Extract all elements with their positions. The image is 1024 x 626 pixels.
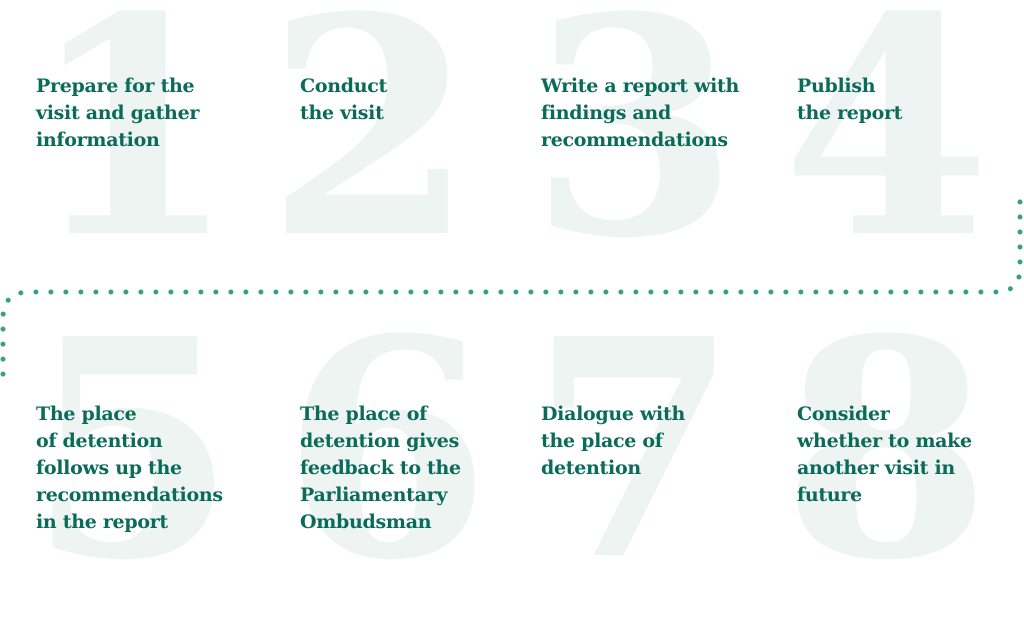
step-6-line: The place of <box>300 403 427 425</box>
dotted-connector <box>0 199 1023 388</box>
step-7-line: Dialogue with <box>541 403 685 425</box>
step-7-label: Dialogue with the place of detention <box>541 401 685 482</box>
step-8-line: Consider <box>797 403 890 425</box>
step-2-label: Conduct the visit <box>300 73 387 127</box>
step-5-label: The place of detention follows up the re… <box>36 401 223 536</box>
step-1-line: visit and gather <box>36 102 200 124</box>
step-2-line: Conduct <box>300 75 387 97</box>
step-5-line: in the report <box>36 511 168 533</box>
step-number-8: 8 <box>782 273 991 626</box>
step-1-line: information <box>36 129 160 151</box>
step-7-line: the place of <box>541 430 663 452</box>
step-1-line: Prepare for the <box>36 75 195 97</box>
step-4-label: Publish the report <box>797 73 902 127</box>
step-number-7: 7 <box>530 273 739 626</box>
step-6-line: Parliamentary <box>300 484 448 506</box>
step-number-3: 3 <box>530 0 739 304</box>
step-6-line: detention gives <box>300 430 459 452</box>
step-number-4: 4 <box>782 0 991 304</box>
step-number-6: 6 <box>282 273 491 626</box>
step-5-line: follows up the <box>36 457 182 479</box>
step-8-line: another visit in <box>797 457 955 479</box>
step-4-line: Publish <box>797 75 876 97</box>
step-6-line: feedback to the <box>300 457 461 479</box>
step-5-line: recommendations <box>36 484 223 506</box>
step-number-2: 2 <box>266 0 475 304</box>
step-5-line: The place <box>36 403 137 425</box>
step-number-5: 5 <box>28 273 237 626</box>
step-5-line: of detention <box>36 430 163 452</box>
step-3-label: Write a report with findings and recomme… <box>541 73 739 154</box>
step-8-label: Consider whether to make another visit i… <box>797 401 972 509</box>
step-number-1: 1 <box>28 0 237 304</box>
step-6-line: Ombudsman <box>300 511 432 533</box>
step-8-line: whether to make <box>797 430 972 452</box>
step-3-line: findings and <box>541 102 671 124</box>
step-1-label: Prepare for the visit and gather informa… <box>36 73 199 154</box>
step-4-line: the report <box>797 102 903 124</box>
step-6-label: The place of detention gives feedback to… <box>300 401 461 536</box>
step-8-line: future <box>797 484 862 506</box>
step-7-line: detention <box>541 457 641 479</box>
step-3-line: recommendations <box>541 129 728 151</box>
step-3-line: Write a report with <box>541 75 740 97</box>
step-2-line: the visit <box>300 102 384 124</box>
